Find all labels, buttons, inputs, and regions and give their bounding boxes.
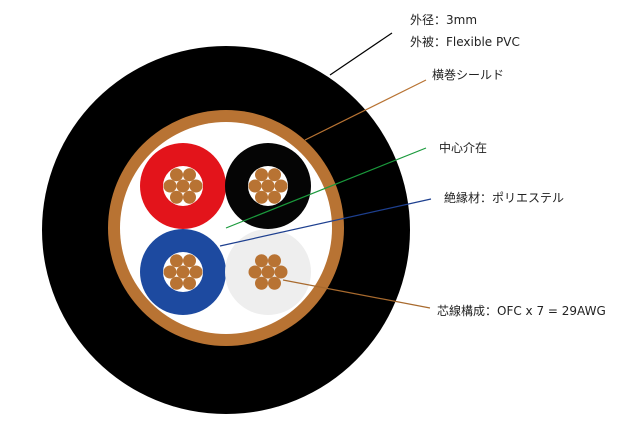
label-outer-diameter: 外径：3mm xyxy=(410,13,478,27)
leader-shield xyxy=(304,79,427,141)
core-red-strand xyxy=(183,168,196,182)
core-blue-strand xyxy=(183,254,196,268)
core-white-strand xyxy=(268,254,281,268)
core-white-strand xyxy=(255,254,268,268)
core-blue-strand xyxy=(176,265,190,279)
core-blue-strand xyxy=(189,265,203,279)
core-black-strand xyxy=(268,190,281,204)
core-red-strand xyxy=(170,190,183,204)
leader-conductor xyxy=(282,279,431,309)
leader-insulation xyxy=(219,198,432,247)
core-black-strand xyxy=(248,179,262,193)
label-shield: 横巻シールド xyxy=(432,68,505,82)
core-black-strand xyxy=(268,168,281,182)
core-blue-strand xyxy=(163,265,177,279)
core-white-strand xyxy=(268,276,281,290)
leader-jacket xyxy=(329,32,393,76)
label-jacket: 外被：Flexible PVC xyxy=(410,35,520,49)
core-white-strand xyxy=(248,265,262,279)
leader-center-filler xyxy=(225,147,427,229)
core-black-strand xyxy=(255,168,268,182)
core-white-strand xyxy=(255,276,268,290)
core-red-strand xyxy=(189,179,203,193)
core-red-strand xyxy=(170,168,183,182)
core-red-strand xyxy=(176,179,190,193)
core-red-strand xyxy=(163,179,177,193)
core-white-strand xyxy=(261,265,275,279)
core-white-strand xyxy=(274,265,288,279)
core-blue-strand xyxy=(170,276,183,290)
core-red-strand xyxy=(183,190,196,204)
core-black-strand xyxy=(255,190,268,204)
core-blue-strand xyxy=(183,276,196,290)
label-center-filler: 中心介在 xyxy=(439,141,488,155)
core-black-strand xyxy=(274,179,288,193)
core-black-strand xyxy=(261,179,275,193)
label-conductor: 芯線構成：OFC x 7 = 29AWG xyxy=(437,304,606,318)
label-insulation: 絶縁材：ポリエステル xyxy=(444,191,565,205)
core-blue-strand xyxy=(170,254,183,268)
